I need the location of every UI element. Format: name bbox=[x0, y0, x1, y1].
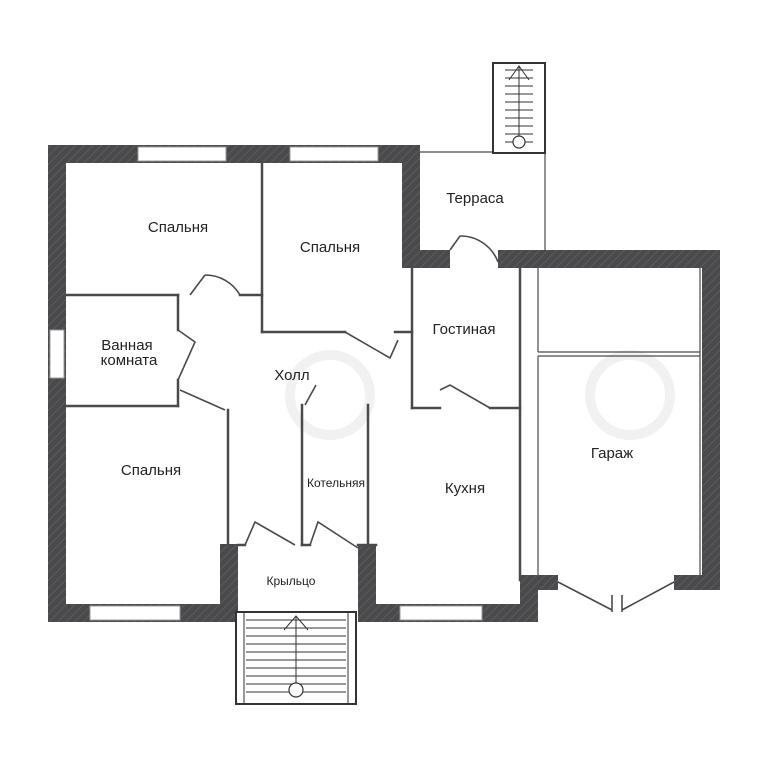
room-label-hall: Холл bbox=[274, 367, 309, 384]
room-label-terrace: Терраса bbox=[446, 190, 504, 207]
room-label-living: Гостиная bbox=[433, 321, 496, 338]
stairs-icon bbox=[505, 65, 533, 149]
watermark bbox=[285, 350, 675, 440]
windows bbox=[49, 146, 483, 621]
room-label-kitchen: Кухня bbox=[445, 480, 485, 497]
stairs-top bbox=[492, 62, 546, 154]
room-label-bathroom-line1: Ванная bbox=[101, 337, 152, 354]
stairs-icon bbox=[243, 612, 349, 704]
room-label-boiler: Котельняя bbox=[307, 476, 365, 490]
room-label-bedroom-bottom-left: Спальня bbox=[121, 462, 181, 479]
stairs-bottom bbox=[235, 611, 357, 705]
room-label-bathroom-line2: комната bbox=[101, 352, 158, 369]
room-label-garage: Гараж bbox=[591, 445, 633, 462]
inner-walls bbox=[64, 151, 701, 582]
room-label-bedroom-top-mid: Спальня bbox=[300, 239, 360, 256]
room-label-bedroom-top-left: Спальня bbox=[148, 219, 208, 236]
outer-walls bbox=[48, 145, 720, 622]
room-label-porch: Крыльцо bbox=[267, 574, 316, 588]
room-labels: Спальня Спальня Терраса Гостиная Ванная … bbox=[101, 190, 634, 588]
doors bbox=[177, 235, 675, 612]
